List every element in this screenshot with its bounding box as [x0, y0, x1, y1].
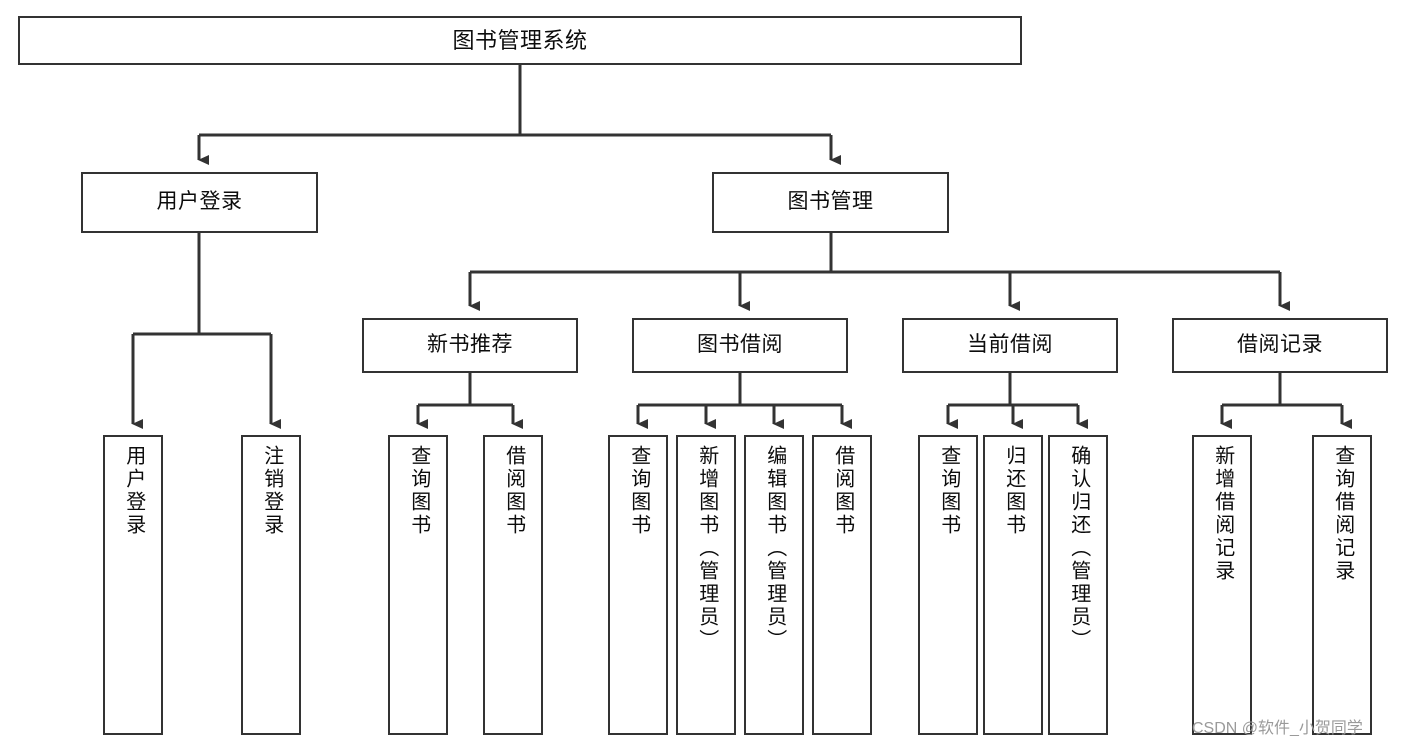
node-user-login[interactable]: 用户登录	[81, 172, 318, 233]
node-book-borrow[interactable]: 图书借阅	[632, 318, 848, 373]
node-label: 图书管理系统	[452, 27, 588, 53]
watermark-text: CSDN @软件_小贺同学	[1192, 720, 1363, 737]
node-leaf-query-book-borrow[interactable]: 查询图书	[608, 435, 668, 735]
node-leaf-query-book-recommend[interactable]: 查询图书	[388, 435, 448, 735]
node-root-system[interactable]: 图书管理系统	[18, 16, 1022, 65]
node-label: 新书推荐	[427, 333, 513, 357]
node-label: 用户登录	[122, 445, 145, 537]
node-label: 查询图书	[627, 445, 650, 537]
node-leaf-confirm-return-admin[interactable]: 确认归还（管理员）	[1048, 435, 1108, 735]
node-leaf-return-book[interactable]: 归还图书	[983, 435, 1043, 735]
node-label: 用户登录	[156, 190, 243, 214]
node-label: 查询借阅记录	[1331, 445, 1354, 583]
node-leaf-query-borrow-record[interactable]: 查询借阅记录	[1312, 435, 1372, 735]
node-leaf-query-book-current[interactable]: 查询图书	[918, 435, 978, 735]
node-label: 图书管理	[787, 190, 874, 214]
node-label: 借阅图书	[831, 445, 854, 537]
node-leaf-user-login[interactable]: 用户登录	[103, 435, 163, 735]
node-label: 当前借阅	[967, 333, 1053, 357]
node-leaf-add-book-admin[interactable]: 新增图书（管理员）	[676, 435, 736, 735]
node-label: 新增图书（管理员）	[695, 445, 718, 652]
node-label: 借阅记录	[1237, 333, 1323, 357]
node-leaf-add-borrow-record[interactable]: 新增借阅记录	[1192, 435, 1252, 735]
node-current-borrow[interactable]: 当前借阅	[902, 318, 1118, 373]
node-label: 确认归还（管理员）	[1067, 445, 1090, 652]
node-leaf-borrow-book[interactable]: 借阅图书	[812, 435, 872, 735]
node-new-book-recommend[interactable]: 新书推荐	[362, 318, 578, 373]
node-label: 图书借阅	[697, 333, 783, 357]
node-leaf-borrow-book-recommend[interactable]: 借阅图书	[483, 435, 543, 735]
node-label: 查询图书	[937, 445, 960, 537]
node-label: 借阅图书	[502, 445, 525, 537]
node-label: 查询图书	[407, 445, 430, 537]
node-label: 编辑图书（管理员）	[763, 445, 786, 652]
node-book-management[interactable]: 图书管理	[712, 172, 949, 233]
node-label: 归还图书	[1002, 445, 1025, 537]
node-borrow-records[interactable]: 借阅记录	[1172, 318, 1388, 373]
node-leaf-logout[interactable]: 注销登录	[241, 435, 301, 735]
node-label: 新增借阅记录	[1211, 445, 1234, 583]
node-leaf-edit-book-admin[interactable]: 编辑图书（管理员）	[744, 435, 804, 735]
node-label: 注销登录	[260, 445, 283, 537]
